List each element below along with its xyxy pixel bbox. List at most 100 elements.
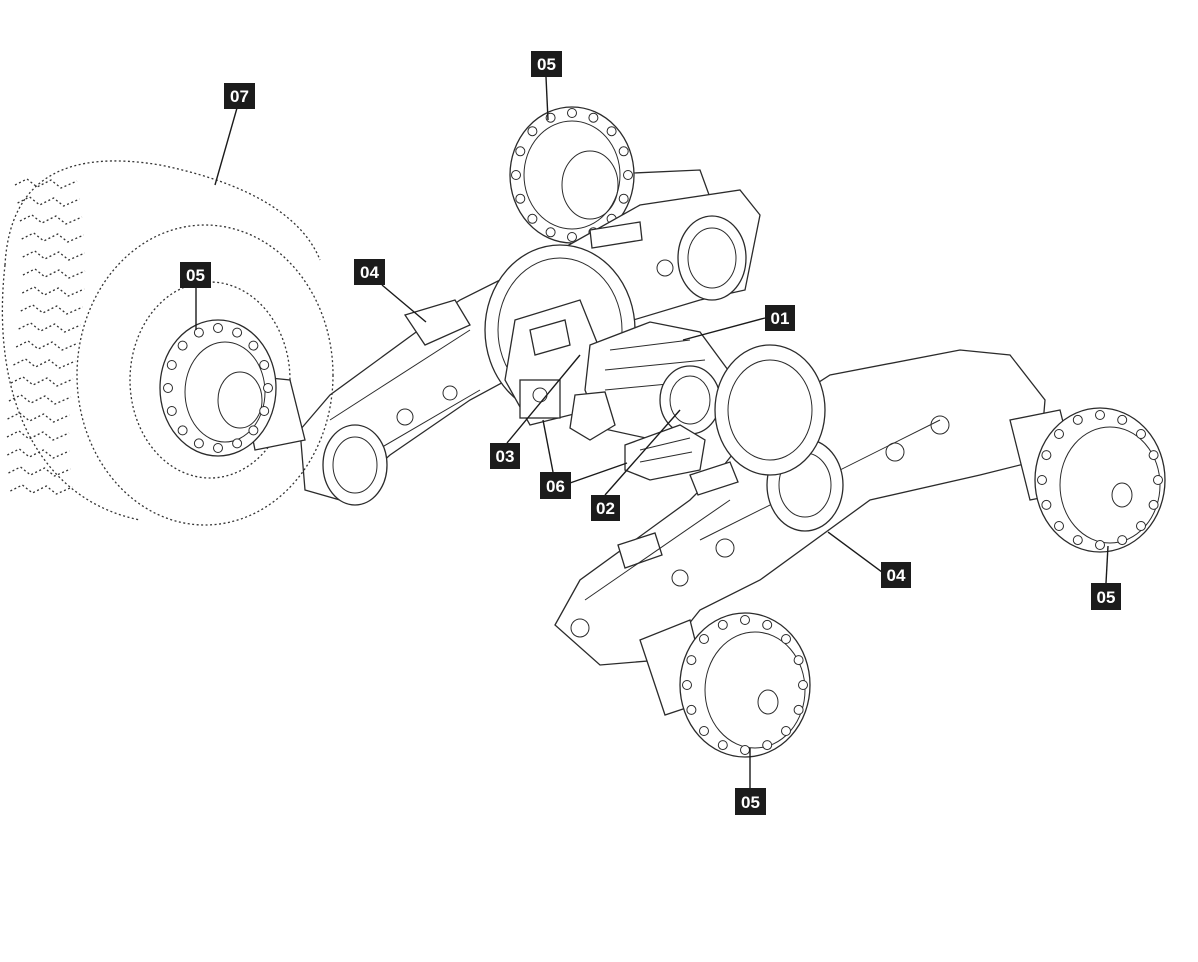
callout-05-rr: 05 (1091, 583, 1121, 610)
tread-chevron (19, 214, 83, 225)
callout-05-left: 05 (180, 262, 211, 288)
bolt (1136, 521, 1146, 531)
hub-left-wheel (159, 319, 306, 457)
bolt (527, 126, 538, 137)
bolt (166, 406, 177, 416)
bolt (1054, 521, 1064, 531)
bolt (248, 340, 259, 351)
callout-07: 07 (224, 83, 255, 109)
tread-chevron (14, 178, 78, 189)
bolt (527, 213, 538, 224)
differential (569, 321, 729, 441)
bolt (1041, 499, 1052, 510)
callout-07-text: 07 (230, 87, 249, 106)
leader-04-left (381, 284, 427, 323)
bolt (717, 619, 728, 630)
bolt (263, 383, 273, 393)
callout-05-left-text: 05 (186, 266, 205, 285)
bolt (686, 655, 697, 666)
leader-03 (506, 354, 581, 444)
bolt (606, 126, 617, 137)
bolt (1153, 475, 1163, 485)
bolt (232, 438, 243, 449)
callout-01: 01 (765, 305, 795, 331)
bolt (1095, 410, 1105, 420)
brake-unit (624, 424, 706, 481)
bolt (740, 615, 750, 625)
bolt (1072, 414, 1083, 425)
bolt (1041, 450, 1052, 461)
bolt (511, 170, 521, 180)
tread-chevron (8, 394, 72, 405)
bolt (515, 193, 526, 204)
tread-chevron (7, 412, 70, 423)
bolt (1136, 429, 1146, 439)
callout-05-rf: 05 (735, 788, 766, 815)
callout-02-text: 02 (596, 499, 615, 518)
bolt (699, 634, 709, 644)
bolt (1148, 499, 1159, 510)
bolt (213, 323, 223, 333)
bolt (1148, 450, 1159, 461)
bolt (515, 146, 526, 157)
hub-right-front (639, 612, 811, 758)
callout-06-text: 06 (546, 477, 565, 496)
bolt (781, 634, 791, 644)
leader-05-top (545, 76, 549, 121)
bolt (798, 680, 808, 690)
leader-02 (604, 409, 681, 496)
bolt (166, 360, 177, 370)
bolt (232, 327, 243, 338)
bolt (567, 232, 577, 242)
callout-labels: 07 05 05 04 01 03 06 02 (180, 51, 1121, 815)
bolt (177, 340, 188, 351)
bolt (567, 108, 577, 118)
tread-chevron (15, 340, 79, 351)
tread-chevron (18, 322, 81, 333)
callout-04-left-text: 04 (360, 263, 379, 282)
bolt (545, 227, 556, 238)
tread-chevron (7, 448, 70, 459)
bolt (193, 438, 204, 449)
valve-block (504, 299, 601, 426)
bolt (717, 740, 728, 751)
leader-05-rr (1105, 545, 1109, 584)
hub-right-rear (1009, 407, 1166, 553)
bogie-arm-right (554, 344, 1046, 666)
tire (1, 160, 334, 526)
callout-05-top: 05 (531, 51, 562, 77)
bolt (762, 619, 773, 630)
bolt (1117, 535, 1128, 546)
callout-05-top-text: 05 (537, 55, 556, 74)
leader-04-right (827, 531, 883, 573)
bolt (793, 704, 804, 715)
tread-chevron (22, 268, 86, 279)
bolt (1072, 535, 1083, 546)
tread-chevron (6, 430, 70, 441)
tread-chevron (17, 196, 80, 207)
bolt (781, 726, 791, 736)
bolt (793, 655, 804, 666)
callout-01-text: 01 (771, 309, 790, 328)
bolt (213, 443, 223, 453)
leader-07 (214, 107, 238, 186)
bolt (248, 425, 259, 436)
callout-06: 06 (540, 472, 571, 499)
callout-03: 03 (490, 443, 520, 469)
bolt (682, 680, 692, 690)
bolt (1037, 475, 1047, 485)
bolt (623, 170, 633, 180)
tread-chevron (21, 286, 85, 297)
tread-chevron (13, 358, 76, 369)
bolt (177, 425, 188, 436)
bolt (686, 704, 697, 715)
bolt (193, 327, 204, 338)
callout-04-left: 04 (354, 259, 385, 285)
bolt (762, 740, 773, 751)
bolt (259, 360, 270, 370)
callout-04-right-text: 04 (887, 566, 906, 585)
bolt (588, 112, 599, 123)
bolt (740, 745, 750, 755)
tread-chevron (22, 250, 86, 261)
